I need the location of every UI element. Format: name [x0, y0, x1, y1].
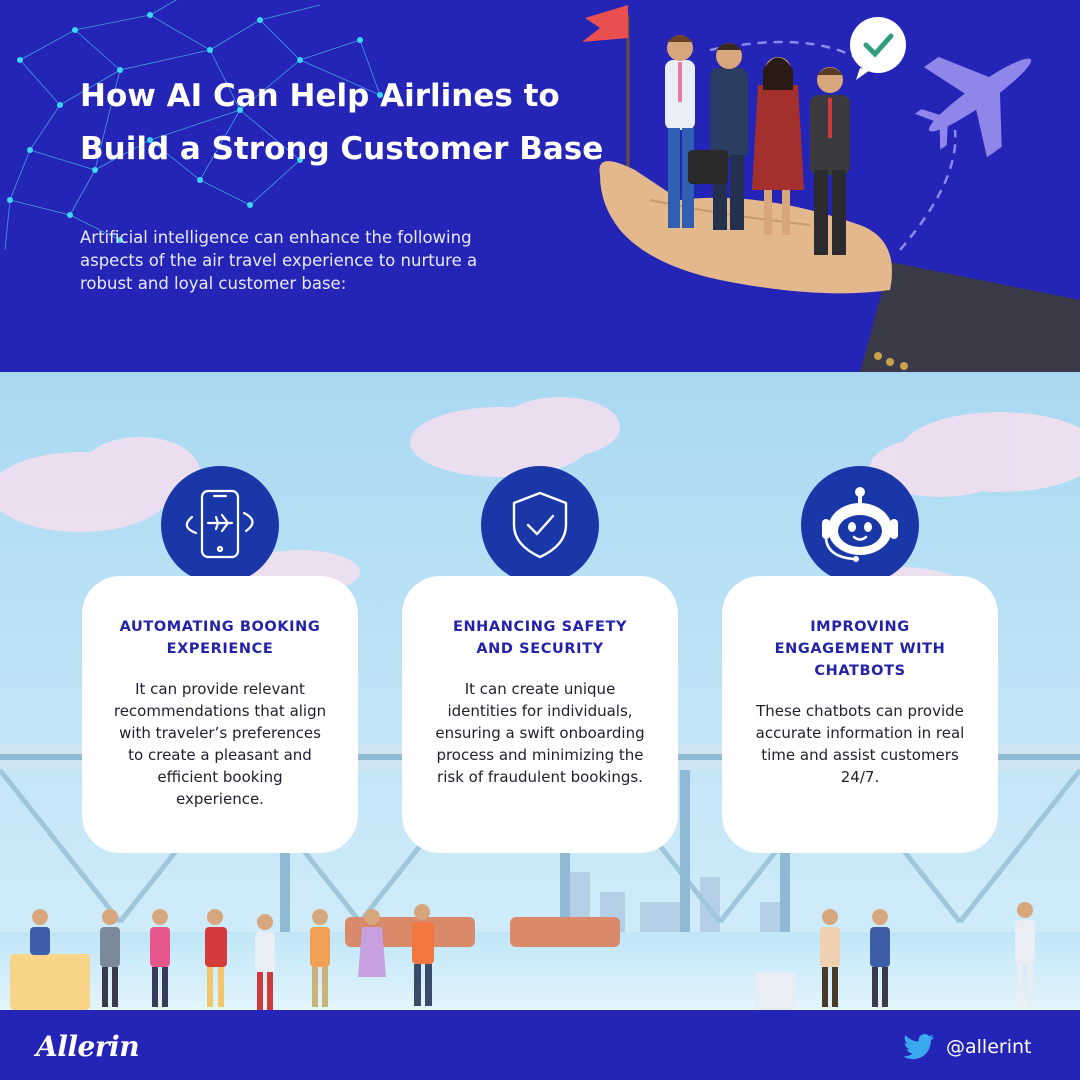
brand-logo[interactable]: Allerin — [36, 1030, 140, 1063]
page-title: How AI Can Help Airlines to Build a Stro… — [80, 78, 604, 167]
twitter-bird-icon[interactable] — [903, 1034, 935, 1060]
feature-card-booking: Automating Booking Experience It can pro… — [82, 576, 358, 853]
intro-text: Artificial intelligence can enhance the … — [80, 228, 478, 293]
security-badge — [481, 466, 599, 584]
card-title: Improving Engagement with Chatbots — [774, 619, 946, 679]
business-team-on-hand-illustration — [582, 5, 1080, 372]
network-graphic — [4, 0, 383, 251]
card-text: It can create unique identities for indi… — [435, 680, 645, 786]
smartphone-airplane-icon — [185, 489, 254, 559]
card-text: These chatbots can provide accurate info… — [755, 702, 965, 786]
card-title: Automating Booking Experience — [119, 619, 321, 657]
header-banner: How AI Can Help Airlines to Build a Stro… — [0, 0, 1080, 372]
booking-badge — [161, 466, 279, 584]
twitter-handle[interactable]: @allerint — [946, 1036, 1032, 1058]
feature-card-chatbots: Improving Engagement with Chatbots These… — [722, 576, 998, 853]
check-bubble-icon — [850, 17, 906, 80]
shield-check-icon — [512, 491, 568, 559]
chatbot-robot-icon — [822, 487, 898, 562]
feature-card-security: Enhancing Safety and Security It can cre… — [402, 576, 678, 853]
card-title: Enhancing Safety and Security — [452, 619, 628, 657]
card-text: It can provide relevant recommendations … — [113, 680, 327, 808]
footer: Allerin @allerint — [0, 1010, 1080, 1080]
chatbot-badge — [801, 466, 919, 584]
